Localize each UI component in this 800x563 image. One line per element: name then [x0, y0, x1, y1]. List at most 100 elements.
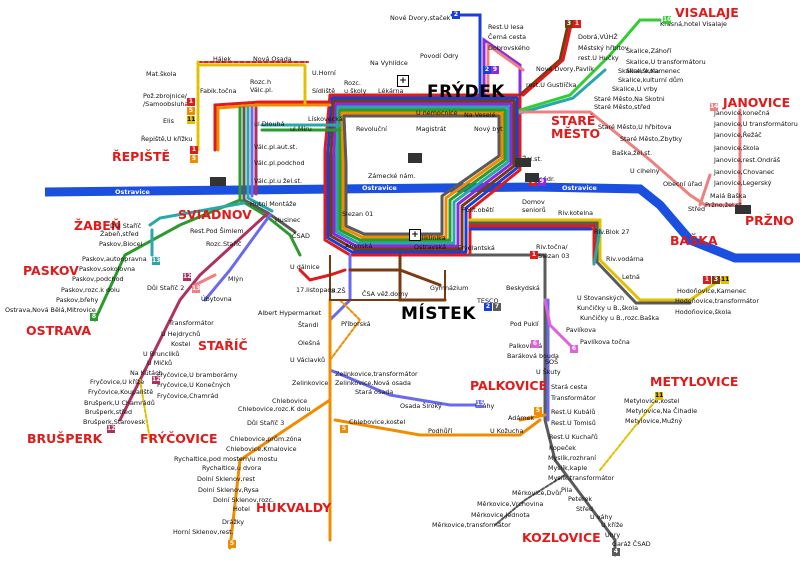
stop-label: Pod Puklí	[510, 320, 539, 328]
stop-label: Myslík,rozhraní	[548, 454, 597, 462]
stop-label: Myslík,kaple	[548, 464, 588, 472]
stop-label: Kostel	[171, 340, 191, 348]
line-8	[335, 105, 510, 245]
stop-label: Skalice,U vrby	[612, 85, 658, 93]
hospital-icon: +	[409, 229, 421, 241]
town-metylovice: METYLOVICE	[650, 374, 739, 389]
line-badge-9: 9	[538, 178, 546, 186]
stop-label: Palkovická	[509, 342, 543, 350]
line-badge-8: 8	[90, 313, 98, 321]
stop-label: Beskydská	[506, 284, 540, 292]
stop-label: Krásná,hotel Visalaje	[660, 20, 727, 28]
stop-label: Brušperk,střed	[85, 408, 133, 416]
stop-label: Válc.pl.aut.st.	[254, 143, 298, 151]
line-badge-2: 2	[484, 303, 492, 311]
stop-label: Domov	[522, 198, 545, 206]
stop-label: /Samoobsluha	[143, 100, 189, 108]
stop-label: Pavlíkova	[566, 326, 596, 334]
stop-label: Rest.Pod Šimlem	[190, 227, 244, 235]
stop-label: Obecní úřad	[663, 180, 703, 188]
stop-label: Brušperk,Starovesk	[83, 418, 146, 426]
town-baska: BAŠKA	[670, 233, 718, 248]
line-badge-9: 9	[491, 66, 499, 74]
stop-label: Hotel	[233, 505, 250, 513]
stop-label: Válc.pl.u žel.st.	[254, 177, 303, 185]
line-badge-5: 5	[340, 425, 348, 433]
stop-label: Hodoňovice,Kamenec	[677, 287, 747, 295]
town-sviadnov: SVIADNOV	[178, 207, 252, 222]
stop-label: Rychaltice,u dvora	[202, 464, 262, 472]
stop-label: Janovice,U transformátoru	[714, 120, 798, 128]
stop-label: Revoluční	[356, 125, 387, 133]
stop-label: Na Kútách	[130, 369, 163, 377]
line-badge-5: 5	[228, 540, 236, 548]
stop-label: Albert Hypermarket	[258, 309, 322, 317]
stop-label: Anenská	[345, 242, 373, 250]
stop-label: Chlebovice,kostel	[349, 418, 406, 426]
stop-label: Janovice,rest.Ondráš	[714, 156, 781, 164]
line-badge-12: 12	[152, 376, 161, 384]
stop-label: Rest.U Tomisů	[551, 419, 596, 427]
stop-label: Horní Sklenov,rest.	[173, 528, 234, 536]
stop-label: U Bruncliků	[143, 350, 180, 358]
town-visalaje: VISALAJE	[675, 5, 739, 20]
stop-label: Brušperk,U Chamrádů	[84, 399, 155, 407]
stop-label: Paskov,sokolovna	[79, 265, 136, 273]
stop-label: Paskov,autoopravna	[82, 255, 147, 263]
stop-label: U cihelny	[630, 167, 660, 175]
stop-label: Stará osada	[355, 388, 394, 396]
river-label: Ostravice	[362, 184, 397, 192]
stop-label: Riv.Blok 27	[594, 228, 630, 236]
stop-label: Dobrá,VÚHŽ	[578, 33, 618, 41]
stop-label: Paskov,Biocel	[99, 240, 143, 248]
stop-label: Malá Baška	[710, 192, 747, 200]
line-badge-1: 1	[573, 20, 581, 28]
stop-label: Fryčovice,U kříže	[90, 378, 145, 386]
stop-label: Paskov,břehy	[56, 296, 99, 304]
line-badge-5: 5	[534, 407, 542, 415]
line-9	[332, 102, 513, 248]
train-icon	[210, 177, 226, 186]
stop-label: Janovice,škola	[714, 144, 760, 152]
stop-label: Metylovice,Na Čihadle	[626, 407, 698, 415]
stop-label: Rychaltice,pod mostem/u mostu	[174, 455, 278, 463]
stop-label: Dráhy	[475, 402, 495, 410]
stop-label: Nový byt	[474, 125, 503, 133]
stop-label: SOŠ	[545, 358, 559, 366]
stop-label: Skalice,kulturní dům	[618, 76, 684, 84]
stop-label: Kunčičky u B.,rozc.Baška	[580, 314, 660, 322]
stop-label: Peterek	[568, 495, 593, 503]
stop-label: Střed	[688, 205, 706, 213]
stop-label: Rozc.h	[250, 78, 272, 86]
stop-label: Drážky	[222, 518, 245, 526]
stop-label: Zámecké nám.	[368, 172, 416, 180]
train-icon	[735, 205, 751, 214]
line-badge-1: 1	[530, 251, 538, 259]
stop-label: Paskov,rozc.k dolu	[61, 286, 120, 294]
stop-label: Nová Osada	[253, 55, 292, 63]
stop-label: Lékárna	[378, 87, 404, 95]
stop-label: u školy	[344, 87, 367, 95]
stop-label: Riv.točna/	[536, 243, 568, 251]
stop-label: Městský hřbitov	[578, 44, 629, 52]
stop-label: Gymnázium	[430, 284, 469, 292]
stop-label: Hodoňovice,škola	[675, 308, 732, 316]
line-badge-14: 14	[710, 103, 719, 111]
stop-label: Chlebovice,prům.zóna	[230, 435, 302, 443]
line-badge-11: 11	[721, 276, 730, 284]
line-badge-5: 5	[187, 107, 195, 115]
stop-label: Důl Staříč 2	[147, 284, 185, 292]
line-5	[340, 111, 504, 239]
river-ostravice	[44, 182, 800, 263]
stop-label: U Mičků	[147, 359, 173, 367]
stop-label: Janovice,Chovanec	[714, 168, 775, 176]
town-janovice: JANOVICE	[723, 95, 791, 110]
line-3	[329, 99, 516, 251]
bus-station-icon	[525, 173, 539, 182]
stop-label: Transformátor	[551, 394, 596, 402]
town-staric: STAŘÍČ	[198, 338, 248, 353]
stop-label: rest.U Hučky	[578, 54, 619, 62]
stop-label: Chlebovice	[272, 397, 308, 405]
